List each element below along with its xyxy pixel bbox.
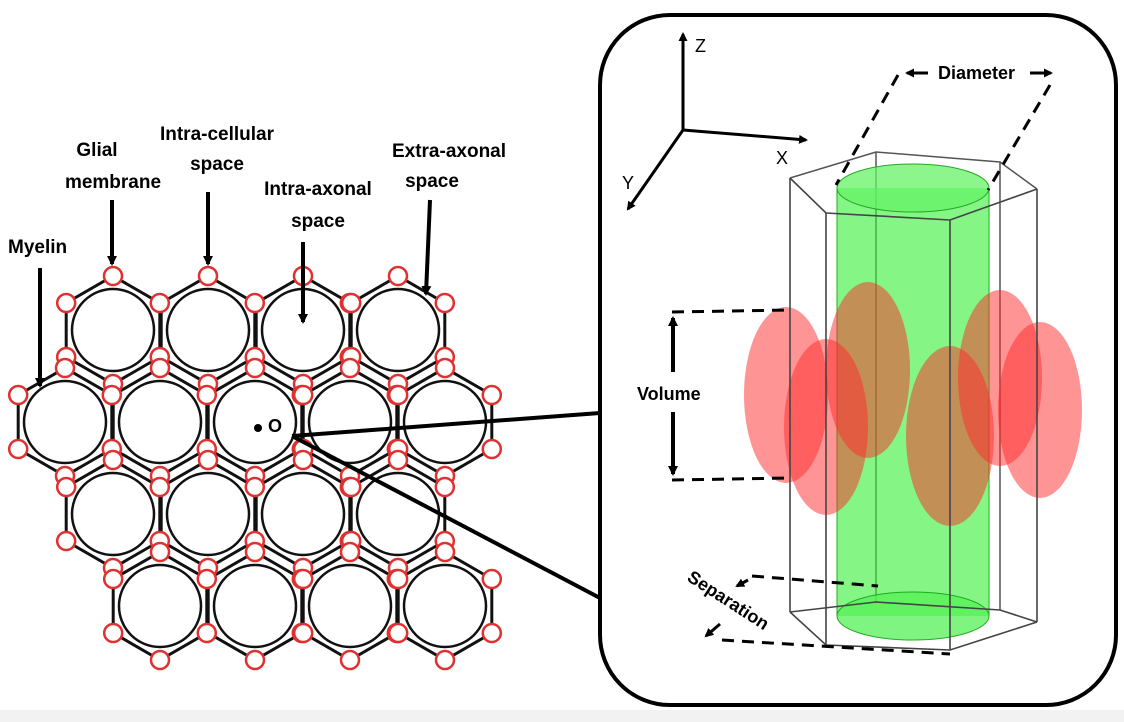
glial-cell-ring bbox=[244, 649, 266, 671]
label-extra-axonal: Extra-axonal space bbox=[392, 141, 506, 296]
extra-axonal-line2: space bbox=[405, 171, 459, 192]
glial-cell-ring bbox=[149, 357, 171, 379]
glial-cell-ring bbox=[102, 265, 124, 287]
glial-cell-ring bbox=[102, 622, 124, 644]
glial-cell-ring bbox=[55, 530, 77, 552]
axon-circle bbox=[165, 287, 251, 373]
glial-cell-ring bbox=[197, 449, 219, 471]
axis-y-label: Y bbox=[622, 173, 634, 193]
glial-cell-ring bbox=[196, 568, 218, 590]
glial-cell-ring bbox=[434, 649, 456, 671]
glial-cell-ring bbox=[196, 384, 218, 406]
hex-prism-front bbox=[789, 177, 1038, 651]
glial-cell-ring bbox=[434, 357, 456, 379]
glial-cell-ring bbox=[339, 649, 361, 671]
glial-cell-ring bbox=[197, 265, 219, 287]
glial-cell-ring bbox=[196, 622, 218, 644]
volume-annotation: Volume bbox=[637, 308, 791, 482]
glial-cell-ring bbox=[7, 384, 29, 406]
glial-cell-ring bbox=[387, 384, 409, 406]
glial-cell-ring bbox=[339, 541, 361, 563]
tissue-lattice bbox=[7, 265, 503, 671]
glial-cell-ring bbox=[340, 476, 362, 498]
glial-cell-ring bbox=[55, 292, 77, 314]
glial-cell-ring bbox=[244, 476, 266, 498]
glial-spheres bbox=[744, 282, 1082, 526]
intra-cellular-line2: space bbox=[190, 154, 244, 175]
glial-cell-ring bbox=[292, 568, 314, 590]
intra-axonal-line2: space bbox=[291, 211, 345, 232]
glial-cell-ring bbox=[292, 622, 314, 644]
axon-circle bbox=[355, 471, 441, 557]
glial-cell-ring bbox=[149, 476, 171, 498]
glial-cell-ring bbox=[481, 384, 503, 406]
axon-circle bbox=[165, 471, 251, 557]
diameter-label: Diameter bbox=[938, 63, 1015, 83]
axon-circle bbox=[70, 471, 156, 557]
axes-3d: Z X Y bbox=[622, 32, 808, 211]
glial-cell-ring bbox=[434, 541, 456, 563]
y-axis-line bbox=[626, 129, 685, 211]
glial-cell-ring bbox=[244, 541, 266, 563]
glial-cell-ring bbox=[149, 292, 171, 314]
glial-cell-ring bbox=[292, 384, 314, 406]
intra-cellular-line1: Intra-cellular bbox=[160, 124, 275, 145]
label-myelin: Myelin bbox=[8, 237, 67, 388]
glial-cell-ring bbox=[340, 292, 362, 314]
glial-cell-ring bbox=[387, 622, 409, 644]
glial-cell-ring bbox=[481, 622, 503, 644]
glial-cell-ring bbox=[102, 449, 124, 471]
zoom-lines bbox=[291, 411, 601, 600]
extra-axonal-line1: Extra-axonal bbox=[392, 141, 506, 162]
origin-label: O bbox=[268, 416, 282, 436]
axon-circle bbox=[70, 287, 156, 373]
glial-cell-ring bbox=[102, 568, 124, 590]
glial-cell-ring bbox=[7, 438, 29, 460]
glial-cell-ring bbox=[434, 476, 456, 498]
origin-dot bbox=[254, 424, 262, 432]
x-axis-line bbox=[682, 128, 808, 144]
axon-circle bbox=[260, 471, 346, 557]
axon-circle bbox=[307, 563, 393, 649]
axon-circle bbox=[355, 287, 441, 373]
glial-cell-ring bbox=[481, 438, 503, 460]
label-intra-axonal: Intra-axonal space bbox=[264, 179, 372, 324]
axon-circle bbox=[22, 379, 108, 465]
glial-cell-ring bbox=[149, 649, 171, 671]
axon-circle bbox=[117, 379, 203, 465]
glial-cell-ring bbox=[387, 568, 409, 590]
bottom-band bbox=[0, 710, 1124, 722]
glial-cell-ring bbox=[434, 292, 456, 314]
label-glial-membrane: Glial membrane bbox=[65, 140, 161, 266]
glial-cell-ring bbox=[244, 357, 266, 379]
axon-circle bbox=[307, 379, 393, 465]
glial-cell-ring bbox=[54, 357, 76, 379]
axon-circle bbox=[402, 563, 488, 649]
glial-cell-ring bbox=[292, 449, 314, 471]
glial-label-line1: Glial bbox=[76, 140, 117, 161]
glial-cell-ring bbox=[244, 292, 266, 314]
glial-label-line2: membrane bbox=[65, 172, 161, 193]
axis-z-label: Z bbox=[695, 36, 706, 56]
axon-circle bbox=[212, 379, 298, 465]
axis-x-label: X bbox=[776, 148, 788, 168]
volume-label: Volume bbox=[637, 384, 701, 404]
axon-circle bbox=[212, 563, 298, 649]
glial-cell-ring bbox=[149, 541, 171, 563]
myelin-label: Myelin bbox=[8, 237, 67, 258]
glial-cell-ring bbox=[101, 384, 123, 406]
glial-cell-ring bbox=[481, 568, 503, 590]
axon-circle bbox=[117, 563, 203, 649]
extra-axonal-arrow bbox=[421, 199, 432, 296]
label-intra-cellular: Intra-cellular space bbox=[160, 124, 275, 266]
glial-cell-ring bbox=[339, 357, 361, 379]
intra-axonal-line1: Intra-axonal bbox=[264, 179, 372, 200]
diameter-annotation: Diameter bbox=[834, 63, 1053, 191]
glial-cell-ring bbox=[387, 449, 409, 471]
glial-cell-ring bbox=[55, 476, 77, 498]
glial-cell-ring bbox=[387, 265, 409, 287]
